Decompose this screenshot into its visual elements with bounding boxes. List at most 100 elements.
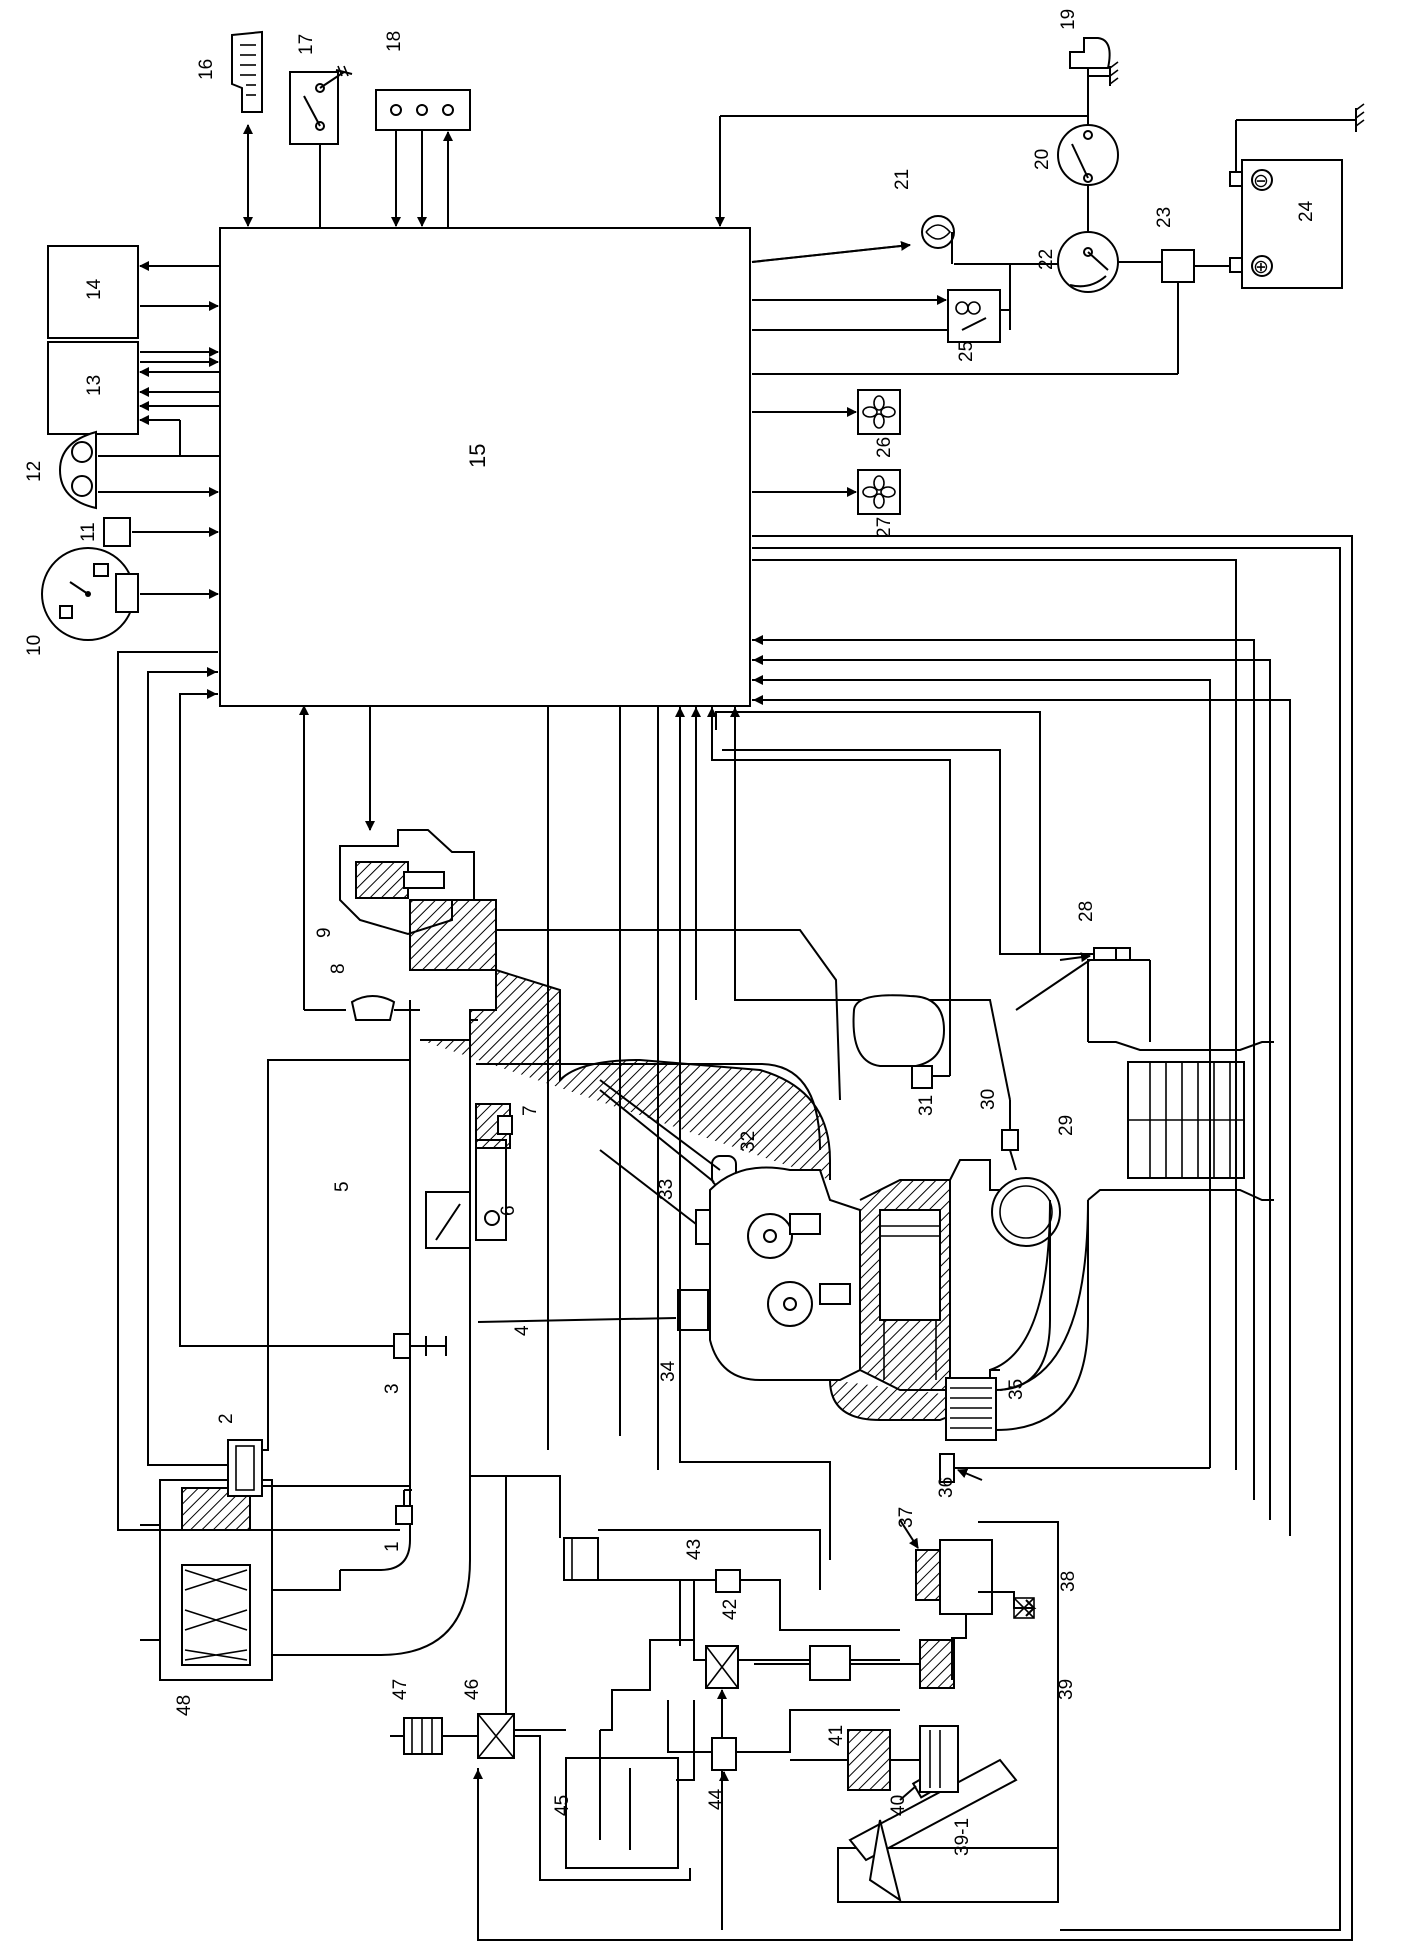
label-48: 48 bbox=[174, 1695, 195, 1716]
purge-valve-46 bbox=[477, 1713, 691, 1881]
label-42: 42 bbox=[720, 1599, 741, 1620]
sensor-6 bbox=[475, 1139, 507, 1241]
label-31: 31 bbox=[916, 1095, 937, 1116]
engine-block bbox=[709, 1159, 1000, 1391]
battery-24: ⊖ ⊕ bbox=[1229, 103, 1365, 289]
o2-sensor-28 bbox=[715, 711, 1131, 1011]
gauge-12 bbox=[58, 415, 220, 510]
sensor-31 bbox=[707, 706, 951, 1089]
air-filter-48 bbox=[140, 1479, 273, 1681]
label-9: 9 bbox=[314, 927, 335, 938]
fuse-23 bbox=[752, 249, 1234, 375]
label-26: 26 bbox=[874, 437, 895, 458]
switch-20 bbox=[715, 96, 1119, 234]
ignition-coil-34 bbox=[477, 1289, 709, 1331]
label-27: 27 bbox=[874, 517, 895, 538]
label-40: 40 bbox=[888, 1795, 909, 1816]
wire-right-5 bbox=[752, 547, 1341, 1931]
label-35: 35 bbox=[1006, 1379, 1027, 1400]
filter-47 bbox=[390, 1717, 478, 1755]
canister-45 bbox=[505, 1476, 695, 1869]
coil-21 bbox=[751, 215, 1058, 265]
fan-27 bbox=[752, 469, 901, 515]
label-10: 10 bbox=[24, 635, 45, 656]
intake-duct-inner bbox=[340, 1000, 411, 1571]
instrument-10 bbox=[41, 547, 219, 641]
label-21: 21 bbox=[892, 169, 913, 190]
label-3: 3 bbox=[382, 1383, 403, 1394]
idle-valve-9 bbox=[339, 706, 497, 971]
wire-right-2 bbox=[752, 639, 1255, 1500]
label-7: 7 bbox=[520, 1105, 541, 1116]
label-2: 2 bbox=[216, 1413, 237, 1424]
label-18: 18 bbox=[384, 31, 405, 52]
valve-44 bbox=[667, 1700, 900, 1781]
wire-right-3 bbox=[752, 659, 1271, 1520]
ground-connector-19 bbox=[1069, 37, 1119, 96]
label-30: 30 bbox=[978, 1089, 999, 1110]
label-22: 22 bbox=[1036, 249, 1057, 270]
fuel-rail bbox=[470, 1475, 900, 1661]
wire-right-6 bbox=[477, 535, 1353, 1941]
label-8: 8 bbox=[328, 963, 349, 974]
label-11: 11 bbox=[78, 522, 99, 542]
sensor-8 bbox=[299, 705, 420, 1021]
label-15: 15 bbox=[465, 444, 490, 468]
sensor-1 bbox=[395, 1489, 413, 1525]
label-28: 28 bbox=[1076, 901, 1097, 922]
plenum bbox=[420, 968, 831, 1180]
label-16: 16 bbox=[196, 59, 217, 80]
filter-39 bbox=[754, 1639, 955, 1689]
valve-43 bbox=[679, 1569, 900, 1646]
regulator-41 bbox=[790, 1725, 959, 1793]
relay-25 bbox=[752, 264, 1011, 343]
intake-duct bbox=[272, 1019, 478, 1656]
label-1: 1 bbox=[382, 1541, 403, 1552]
catalyst-35 bbox=[829, 1200, 1089, 1441]
label-14: 14 bbox=[84, 278, 105, 300]
actuator-7 bbox=[475, 1103, 513, 1149]
label-39: 39 bbox=[1056, 1679, 1077, 1700]
label-19: 19 bbox=[1058, 9, 1079, 30]
sensor-36 bbox=[752, 675, 1211, 1483]
label-47: 47 bbox=[390, 1679, 411, 1700]
label-5: 5 bbox=[332, 1181, 353, 1192]
label-34: 34 bbox=[658, 1360, 679, 1382]
module-14 bbox=[47, 245, 139, 339]
runner bbox=[476, 1063, 821, 1151]
label-36: 36 bbox=[936, 1477, 957, 1498]
wire-vert-4 bbox=[679, 706, 831, 1560]
valve-42 bbox=[705, 1645, 739, 1930]
label-46: 46 bbox=[462, 1679, 483, 1700]
label-39-1: 39-1 bbox=[952, 1818, 973, 1856]
diagnostic-connector-16 bbox=[231, 30, 263, 227]
label-41: 41 bbox=[826, 1725, 847, 1746]
label-23: 23 bbox=[1154, 207, 1175, 228]
crank-wheel bbox=[991, 1177, 1061, 1247]
ignition-switch-22 bbox=[1057, 231, 1164, 293]
valve-37 bbox=[899, 1519, 941, 1601]
label-20: 20 bbox=[1032, 149, 1053, 170]
wire-right-4 bbox=[752, 699, 1291, 1536]
label-38: 38 bbox=[1058, 1571, 1079, 1592]
wire-left-1 bbox=[117, 651, 400, 1531]
exhaust-29 bbox=[989, 959, 1274, 1391]
fan-26 bbox=[752, 389, 901, 435]
sensor-18 bbox=[375, 89, 471, 228]
battery-positive: ⊕ bbox=[1253, 257, 1269, 278]
label-37: 37 bbox=[896, 1507, 917, 1528]
battery-negative: ⊖ bbox=[1253, 171, 1269, 192]
switch-17 bbox=[289, 65, 353, 228]
ecu-box bbox=[219, 227, 751, 707]
label-43: 43 bbox=[684, 1539, 705, 1560]
label-13: 13 bbox=[84, 375, 105, 396]
label-17: 17 bbox=[296, 34, 317, 55]
wire-right-1 bbox=[752, 559, 1237, 1470]
label-6: 6 bbox=[498, 1205, 519, 1216]
plenum-pipe bbox=[496, 929, 841, 1101]
actuator-3 bbox=[393, 1333, 447, 1359]
nozzle-39-1 bbox=[868, 1819, 902, 1903]
sensor-11 bbox=[103, 517, 131, 547]
label-24: 24 bbox=[1296, 200, 1317, 222]
